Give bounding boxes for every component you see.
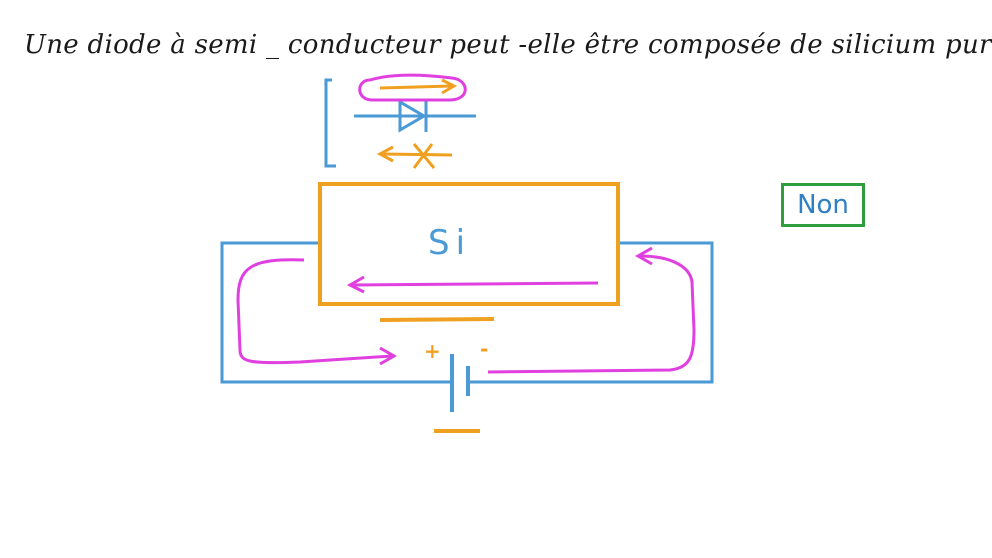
forward-arrow — [379, 84, 453, 90]
current-arrow-inside-head — [346, 275, 365, 294]
current-arrow-inside — [351, 281, 599, 287]
forward-arrow-head — [441, 78, 458, 95]
question-text: Une diode à semi _ conducteur peut -elle… — [24, 30, 992, 60]
forward-arrow-loop — [358, 73, 467, 102]
current-loop-right — [487, 254, 696, 374]
answer-box: Non — [781, 183, 865, 227]
battery-minus-label: - — [480, 337, 488, 361]
current-loop-left-head — [379, 346, 398, 366]
answer-text: Non — [797, 190, 849, 220]
battery-plus-label: + — [424, 339, 441, 363]
reverse-arrow — [381, 152, 453, 157]
reverse-arrow-cross — [412, 143, 436, 169]
orange-bar-top — [379, 317, 495, 322]
current-loop-right-head — [634, 246, 653, 266]
silicon-label: Si — [428, 223, 471, 263]
diode-triangle — [398, 99, 427, 133]
reverse-arrow-head — [376, 145, 394, 163]
current-loop-left — [236, 258, 393, 365]
bracket — [324, 78, 336, 168]
circuit-wire — [220, 241, 714, 384]
